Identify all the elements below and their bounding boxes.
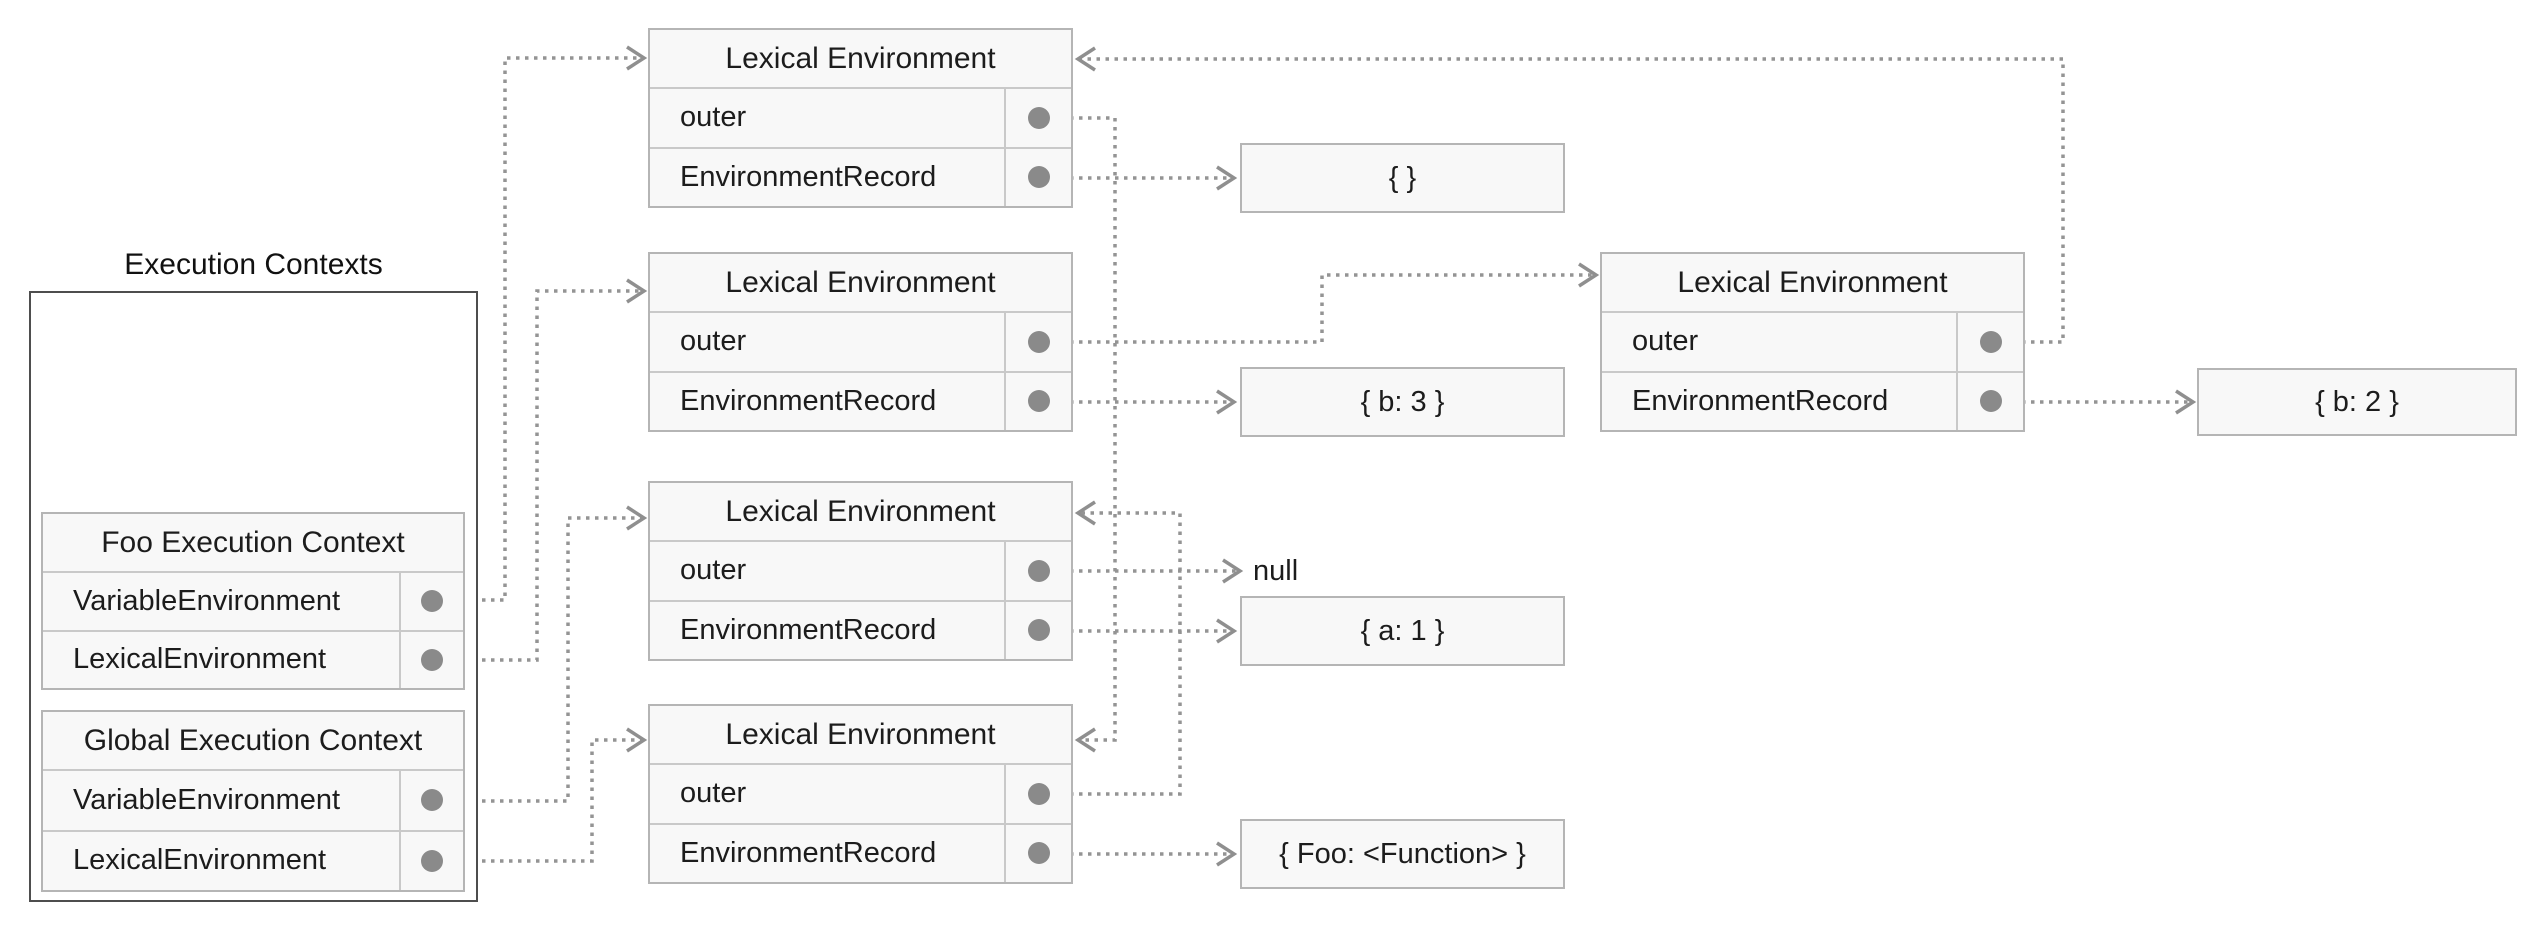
port-cell: [1004, 313, 1071, 371]
row-label: LexicalEnvironment: [73, 643, 327, 676]
arrowhead-icon: [2175, 389, 2197, 415]
edge-le2-record-to-b3: [1052, 389, 1238, 415]
port-cell: [1956, 372, 2023, 430]
box-title: Global Execution Context: [83, 723, 423, 757]
port-dot: [421, 590, 443, 613]
box-title: Lexical Environment: [1677, 265, 1948, 299]
port-dot: [1027, 842, 1050, 865]
port-dot: [1027, 782, 1050, 805]
value-box-empty-object: { }: [1240, 143, 1565, 213]
row-lexical-environment: LexicalEnvironment: [43, 629, 463, 688]
box-title: Lexical Environment: [725, 717, 996, 751]
edge-le1-record-to-empty-object: [1052, 165, 1238, 191]
edge-le5-record-to-b2: [2004, 389, 2197, 415]
row-lexical-environment: LexicalEnvironment: [43, 829, 463, 890]
port-dot: [1027, 619, 1050, 642]
row-environment-record: EnvironmentRecord: [650, 146, 1071, 206]
box-title: Lexical Environment: [725, 41, 996, 75]
value-box-a1: { a: 1 }: [1240, 596, 1565, 666]
row-environment-record: EnvironmentRecord: [650, 370, 1071, 430]
value-box-b2: { b: 2 }: [2197, 368, 2517, 436]
box-title: Foo Execution Context: [101, 525, 405, 559]
row-label: outer: [680, 554, 747, 587]
row-environment-record: EnvironmentRecord: [1602, 370, 2023, 430]
arrowhead-icon: [1222, 558, 1244, 584]
arrowhead-icon: [1216, 389, 1238, 415]
arrowhead-icon: [1216, 618, 1238, 644]
arrowhead-icon: [626, 45, 648, 71]
arrowhead-icon: [626, 278, 648, 304]
row-variable-environment: VariableEnvironment: [43, 769, 463, 830]
lexical-environment-box-5: Lexical Environment outer EnvironmentRec…: [1600, 252, 2025, 432]
row-outer: outer: [650, 540, 1071, 600]
row-label: outer: [1632, 325, 1699, 358]
port-dot: [421, 849, 443, 872]
row-label: EnvironmentRecord: [680, 160, 937, 193]
row-label: EnvironmentRecord: [680, 384, 937, 417]
port-cell: [1004, 89, 1071, 147]
row-outer: outer: [650, 311, 1071, 371]
arrowhead-icon: [1216, 165, 1238, 191]
null-value-label: null: [1253, 555, 1299, 587]
port-cell: [399, 631, 463, 688]
lexical-environment-box-2: Lexical Environment outer EnvironmentRec…: [648, 252, 1073, 432]
row-label: outer: [680, 777, 747, 810]
execution-contexts-title: Execution Contexts: [124, 248, 383, 281]
value-box-foo-function: { Foo: <Function> }: [1240, 819, 1565, 889]
port-cell: [399, 573, 463, 630]
box-title: Lexical Environment: [725, 265, 996, 299]
port-dot: [421, 648, 443, 671]
row-environment-record: EnvironmentRecord: [650, 822, 1071, 882]
row-label: VariableEnvironment: [73, 584, 341, 617]
row-environment-record: EnvironmentRecord: [650, 599, 1071, 659]
port-dot: [1027, 330, 1050, 353]
port-cell: [399, 771, 463, 830]
port-dot: [1027, 106, 1050, 129]
row-label: outer: [680, 325, 747, 358]
port-cell: [399, 831, 463, 890]
edge-le4-record-to-foo-fn: [1052, 841, 1238, 867]
row-outer: outer: [1602, 311, 2023, 371]
row-label: EnvironmentRecord: [680, 836, 937, 869]
row-outer: outer: [650, 763, 1071, 823]
lexical-environment-box-3: Lexical Environment outer EnvironmentRec…: [648, 481, 1073, 661]
edge-le2-outer-to-le5: [1052, 262, 1600, 344]
row-label: outer: [680, 101, 747, 134]
port-cell: [1004, 824, 1071, 882]
port-cell: [1004, 148, 1071, 206]
lexical-environment-box-4: Lexical Environment outer EnvironmentRec…: [648, 704, 1073, 884]
port-dot: [1027, 559, 1050, 582]
arrowhead-icon: [626, 727, 648, 753]
box-title: Lexical Environment: [725, 494, 996, 528]
row-outer: outer: [650, 87, 1071, 147]
foo-execution-context-box: Foo Execution Context VariableEnvironmen…: [41, 512, 465, 690]
port-cell: [1004, 601, 1071, 659]
port-dot: [1027, 166, 1050, 189]
arrowhead-icon: [1578, 262, 1600, 288]
port-cell: [1004, 372, 1071, 430]
port-dot: [1027, 390, 1050, 413]
row-label: LexicalEnvironment: [73, 844, 327, 877]
row-variable-environment: VariableEnvironment: [43, 571, 463, 630]
arrowhead-icon: [626, 505, 648, 531]
lexical-environment-box-1: Lexical Environment outer EnvironmentRec…: [648, 28, 1073, 208]
port-dot: [1979, 330, 2002, 353]
arrowhead-icon: [1074, 500, 1096, 526]
row-label: EnvironmentRecord: [1632, 384, 1889, 417]
row-label: VariableEnvironment: [73, 783, 341, 816]
arrowhead-icon: [1216, 841, 1238, 867]
value-box-b3: { b: 3 }: [1240, 367, 1565, 437]
port-cell: [1004, 542, 1071, 600]
port-dot: [421, 789, 443, 812]
port-cell: [1004, 765, 1071, 823]
port-dot: [1979, 390, 2002, 413]
edge-le3-outer-to-null: [1052, 558, 1244, 584]
row-label: EnvironmentRecord: [680, 613, 937, 646]
port-cell: [1956, 313, 2023, 371]
global-execution-context-box: Global Execution Context VariableEnviron…: [41, 710, 465, 892]
arrowhead-icon: [1074, 46, 1096, 72]
edge-le3-record-to-a1: [1052, 618, 1238, 644]
arrowhead-icon: [1074, 727, 1096, 753]
